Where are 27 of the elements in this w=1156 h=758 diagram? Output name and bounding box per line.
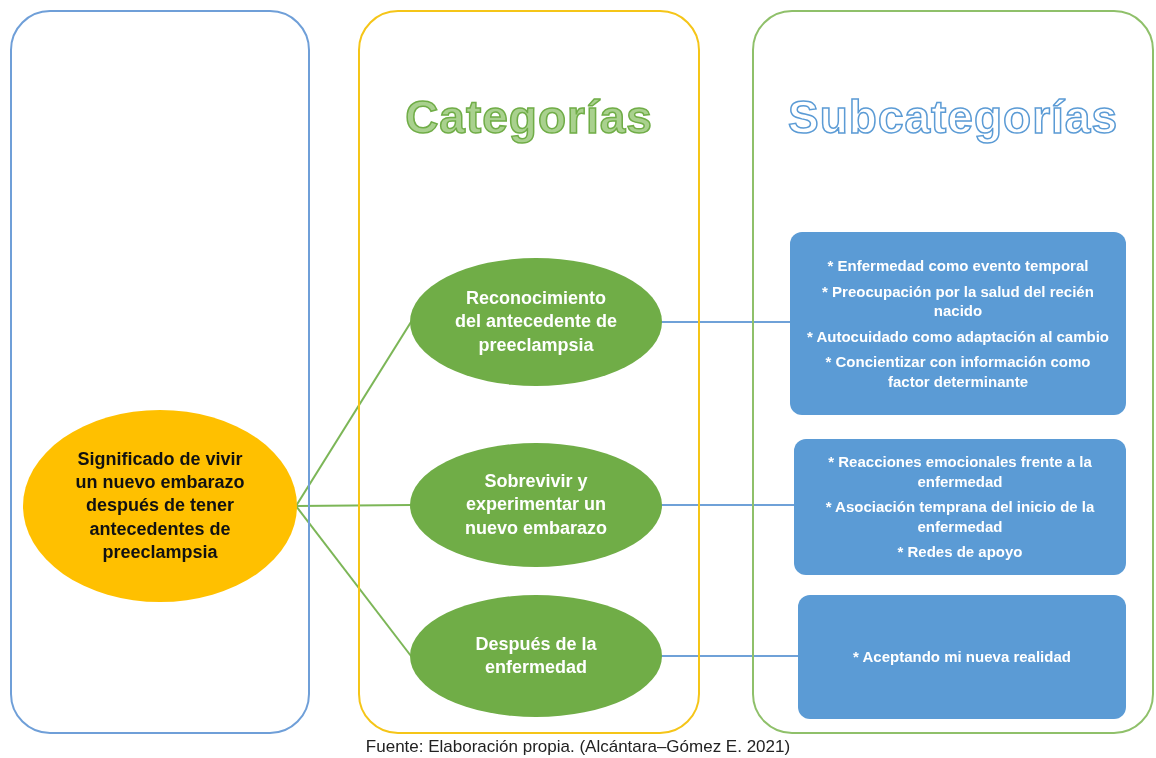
caption: Fuente: Elaboración propia. (Alcántara–Gómez E. 2021): [364, 737, 792, 757]
column-panel: [358, 10, 700, 734]
connector-line: [660, 321, 792, 323]
category-label: Después de la enfermedad: [474, 632, 598, 679]
subcategory-box: [798, 595, 1126, 719]
category-label: Reconocimiento del antecedente de preeclampsia: [454, 286, 618, 357]
column-panel: [752, 10, 1154, 734]
subcategory-item: * Autocuidado como adaptación al cambio: [807, 326, 1109, 346]
subcategory-item: * Redes de apoyo: [897, 542, 1023, 562]
subcategory-item: * Preocupación por la salud del recién nacido: [821, 281, 1095, 321]
connector-line: [295, 505, 412, 657]
category-label: Sobrevivir y experimentar un nuevo embarazo: [463, 469, 608, 540]
connector-line: [660, 655, 800, 657]
connector-line: [295, 321, 412, 507]
subcategory-box: [790, 232, 1126, 415]
column-heading: Categorías: [405, 90, 653, 144]
subcategory-item: * Asociación temprana del inicio de la enfermedad: [824, 497, 1096, 537]
column-heading: Subcategorías: [788, 90, 1118, 144]
connector-line: [295, 504, 412, 507]
subcategory-item: * Enfermedad como evento temporal: [827, 256, 1089, 276]
category-label: Significado de vivir un nuevo embarazo después de tener antecedentes de preeclampsia: [74, 447, 246, 565]
connector-line: [660, 504, 796, 506]
subcategory-item: * Concientizar con información como factor determinante: [824, 352, 1092, 391]
subcategory-box: [794, 439, 1126, 575]
column-panel: [10, 10, 310, 734]
subcategory-item: * Reacciones emocionales frente a la enfermedad: [827, 452, 1093, 492]
subcategory-item: * Aceptando mi nueva realidad: [853, 647, 1071, 667]
